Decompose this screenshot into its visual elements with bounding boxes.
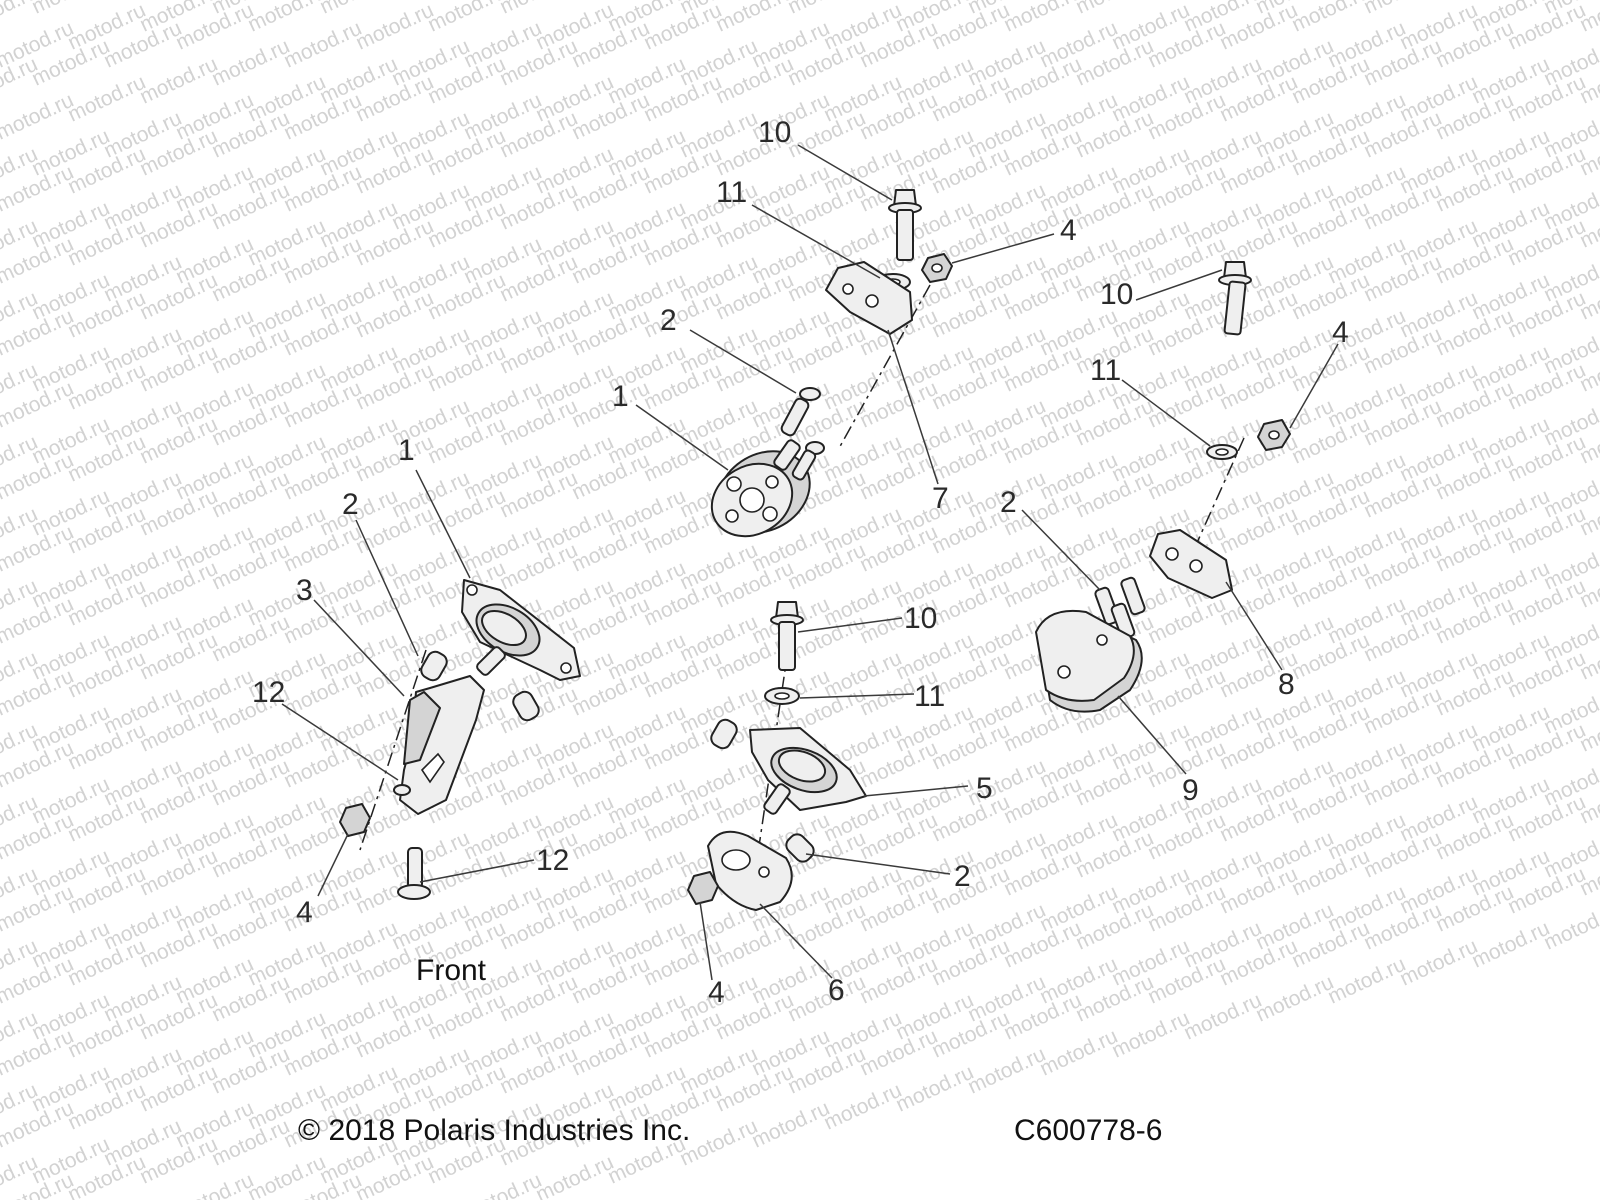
mount-clamp	[707, 830, 793, 911]
callout-number: 6	[828, 974, 845, 1007]
watermark-text: motod.ru	[172, 1169, 257, 1200]
bolt	[393, 784, 431, 900]
watermark-text: motod.ru	[532, 1151, 617, 1200]
callout-number: 8	[1278, 668, 1295, 701]
watermark-text: motod.ru	[1396, 935, 1481, 991]
watermark-text: motod.ru	[1036, 1025, 1121, 1081]
hex-nut	[1257, 419, 1291, 451]
callout-number: 11	[1090, 354, 1121, 387]
callout-number: 9	[1182, 774, 1199, 807]
drawing-number: C600778-6	[1014, 1114, 1162, 1147]
hex-nut	[921, 253, 953, 283]
leader-lines	[281, 144, 1339, 981]
watermark-text: motod.ru	[0, 89, 77, 145]
callout-number: 11	[914, 680, 945, 713]
watermark-text: motod.ru	[352, 0, 437, 55]
watermark-text: motod.ru	[712, 0, 797, 37]
callout-number: 11	[716, 176, 747, 209]
callout-number: 10	[1100, 278, 1133, 311]
rubber-isolator	[710, 439, 825, 538]
front-mount-assembly	[339, 579, 581, 900]
callout-number: 7	[932, 482, 949, 515]
watermark-text: motod.ru	[460, 1169, 545, 1200]
callout-number: 5	[976, 772, 993, 805]
copyright-notice: © 2018 Polaris Industries Inc.	[298, 1114, 690, 1147]
engine-bracket	[399, 675, 485, 815]
watermark-text: motod.ru	[1108, 1007, 1193, 1063]
top-mount-assembly	[710, 189, 953, 538]
callout-number: 1	[612, 380, 629, 413]
pan-head-bolt	[1094, 576, 1146, 640]
flange-bolt	[888, 189, 922, 261]
callout-number: 4	[1060, 214, 1077, 247]
watermark-text: motod.ru	[208, 35, 293, 91]
rubber-isolator	[1035, 610, 1143, 713]
callout-number: 2	[954, 860, 971, 893]
watermark-text: motod.ru	[1072, 0, 1157, 19]
watermark-text: motod.ru	[1540, 899, 1600, 955]
watermark-text: motod.ru	[1000, 0, 1085, 37]
watermark-text: motod.ru	[784, 0, 869, 19]
watermark-text: motod.ru	[1360, 0, 1445, 19]
hex-nut	[339, 803, 371, 837]
watermark-text: motod.ru	[1324, 953, 1409, 1009]
watermark-text: motod.ru	[820, 1079, 905, 1135]
callout-number: 10	[904, 602, 937, 635]
rubber-isolator	[461, 579, 581, 681]
callout-labels: 10 11 4 2 1 7 10 4 11 2 8 9 1 2 3 12 4 1…	[252, 116, 1349, 1009]
callout-number: 1	[398, 434, 415, 467]
watermark-text: motod.ru	[1252, 971, 1337, 1027]
watermark-text: motod.ru	[244, 0, 329, 37]
pan-head-bolt	[780, 387, 821, 437]
flange-bolt	[770, 601, 804, 671]
callout-number: 3	[296, 574, 313, 607]
watermark-text: motod.ru	[316, 0, 401, 19]
engine-mount	[749, 727, 867, 815]
watermark-text: motod.ru	[1180, 989, 1265, 1045]
callout-number: 2	[1000, 486, 1017, 519]
watermark-text: motod.ru	[424, 0, 509, 37]
flange-bolt	[1218, 261, 1252, 336]
assembly-axis-line	[359, 649, 427, 851]
washer	[764, 687, 800, 705]
callout-number: 10	[758, 116, 791, 149]
front-label: Front	[416, 954, 487, 987]
watermark-text: motod.ru	[280, 17, 365, 73]
watermark-text: motod.ru	[964, 1043, 1049, 1099]
watermark-text: motod.ru	[1288, 0, 1373, 37]
hex-nut	[687, 871, 719, 905]
callout-number: 4	[296, 896, 313, 929]
pan-head-bolt	[420, 650, 540, 722]
watermark-text: motod.ru	[1468, 917, 1553, 973]
watermark-text: motod.ru	[892, 1061, 977, 1117]
mount-bracket	[825, 261, 913, 335]
callout-number: 12	[536, 844, 569, 877]
callout-number: 2	[342, 488, 359, 521]
watermark-text: motod.ru	[496, 0, 581, 19]
washer	[1206, 444, 1238, 460]
callout-number: 2	[660, 304, 677, 337]
watermark-text: motod.ru	[28, 0, 113, 19]
callout-number: 4	[708, 976, 725, 1009]
mount-bracket	[1149, 529, 1233, 599]
watermark-text: motod.ru	[136, 53, 221, 109]
watermark-text: motod.ru	[64, 71, 149, 127]
right-mount-assembly	[1035, 261, 1291, 713]
watermark-text: motod.ru	[748, 1097, 833, 1153]
callout-number: 4	[1332, 316, 1349, 349]
callout-number: 12	[252, 676, 285, 709]
assembly-axis-line	[837, 284, 931, 451]
